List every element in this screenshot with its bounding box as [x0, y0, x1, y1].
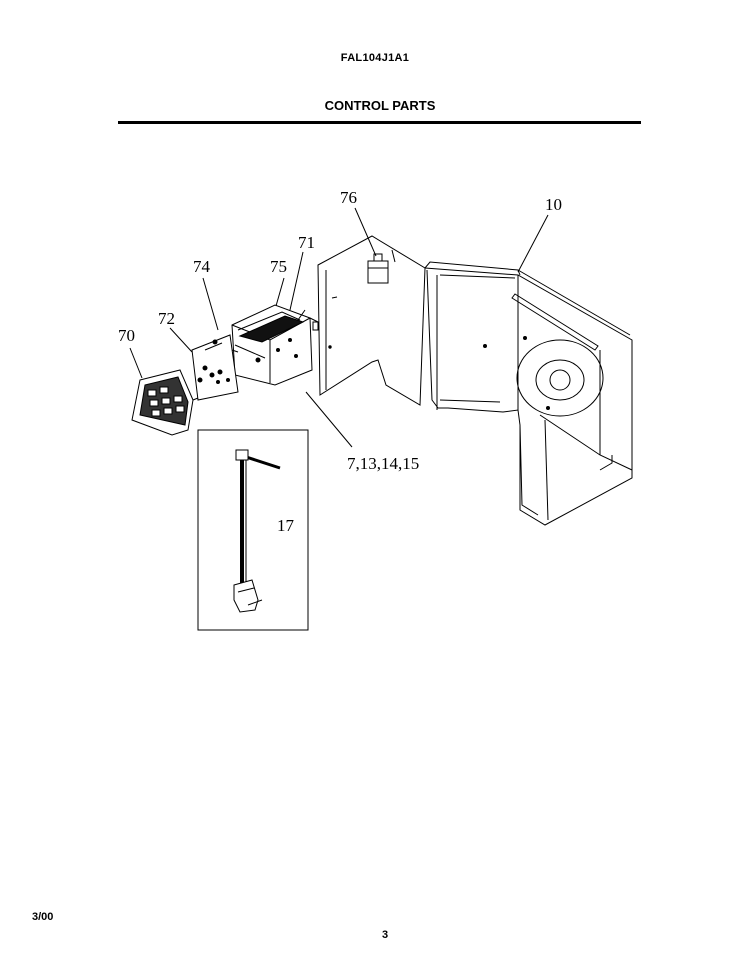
revision-date: 3/00: [32, 911, 54, 923]
callout-72: 72: [158, 309, 175, 328]
callout-10: 10: [545, 195, 562, 214]
control-panel: [131, 369, 194, 436]
callout-70: 70: [118, 326, 135, 345]
control-board-assembly: [231, 304, 319, 386]
callout-75: 75: [270, 257, 287, 276]
callout-7-13-14-15: 7,13,14,15: [347, 454, 419, 473]
inset-harness-box: [197, 429, 309, 631]
page-title: CONTROL PARTS: [324, 98, 436, 113]
callout-76: 76: [340, 188, 357, 207]
callout-17: 17: [277, 516, 295, 535]
callout-71: 71: [298, 233, 315, 252]
control-box-housing: [317, 235, 633, 526]
model-number: FAL104J1A1: [340, 52, 410, 64]
relay-part: [367, 249, 396, 284]
title-rule: [118, 121, 641, 124]
leader-lines: [129, 207, 549, 448]
page-number: 3: [382, 929, 389, 941]
display-board: [191, 334, 239, 401]
callout-74: 74: [193, 257, 211, 276]
